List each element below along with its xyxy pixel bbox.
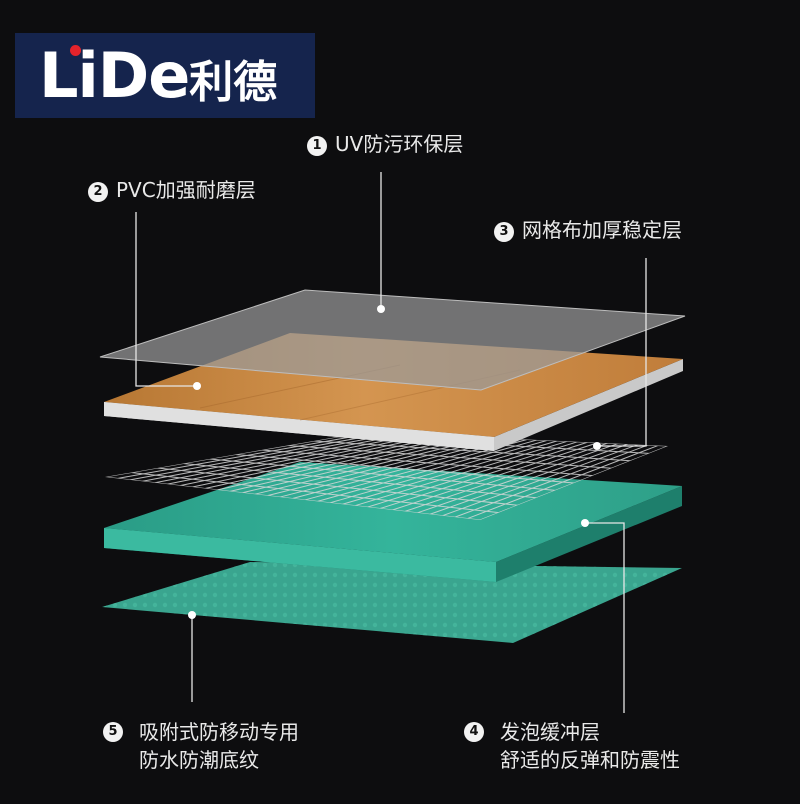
grid-line — [235, 454, 575, 484]
label-text-line1: 吸附式防移动专用 — [139, 720, 299, 744]
label-text: 网格布加厚稳定层 — [522, 218, 682, 242]
grid-line — [261, 449, 593, 477]
leader-line-3 — [597, 258, 647, 447]
label-uv-layer: 1 UV防污环保层 — [307, 130, 463, 158]
brand-logo: LiDe利德 — [15, 33, 315, 118]
leader-dot-5 — [188, 611, 196, 619]
label-pvc-layer: 2 PVC加强耐磨层 — [88, 176, 256, 204]
grid-line — [105, 476, 481, 520]
uv-layer — [99, 289, 686, 391]
base-layer — [102, 562, 682, 643]
label-text: PVC加强耐磨层 — [116, 178, 256, 202]
label-text-line2: 防水防潮底纹 — [139, 748, 259, 772]
number-badge: 1 — [307, 136, 327, 156]
grid-line — [157, 467, 518, 506]
leader-lines — [135, 172, 647, 713]
grid-line — [209, 458, 556, 491]
logo-chinese: 利德 — [189, 57, 278, 108]
label-base-layer: 5 吸附式防移动专用 防水防潮底纹 — [103, 718, 299, 774]
leader-dots — [188, 305, 601, 619]
leader-dot-4 — [581, 519, 589, 527]
leader-line-2 — [135, 212, 197, 387]
leader-dot-1 — [377, 305, 385, 313]
grid-line — [287, 445, 612, 469]
number-badge: 2 — [88, 182, 108, 202]
number-badge: 4 — [464, 722, 484, 742]
leader-dot-3 — [593, 442, 601, 450]
label-foam-layer: 4 发泡缓冲层 舒适的反弹和防震性 — [464, 718, 680, 774]
grid-line — [131, 472, 499, 514]
number-badge: 3 — [494, 222, 514, 242]
number-badge: 5 — [103, 722, 123, 742]
label-text: UV防污环保层 — [335, 132, 464, 156]
label-grid-layer: 3 网格布加厚稳定层 — [494, 216, 682, 244]
leader-dot-2 — [193, 382, 201, 390]
grid-line — [313, 440, 631, 462]
leader-line-4 — [585, 522, 625, 713]
label-text-line2: 舒适的反弹和防震性 — [500, 748, 680, 772]
logo-latin: LiDe — [39, 39, 190, 112]
label-text-line1: 发泡缓冲层 — [500, 720, 600, 744]
grid-line — [183, 463, 537, 499]
logo-dot-icon — [70, 45, 81, 56]
